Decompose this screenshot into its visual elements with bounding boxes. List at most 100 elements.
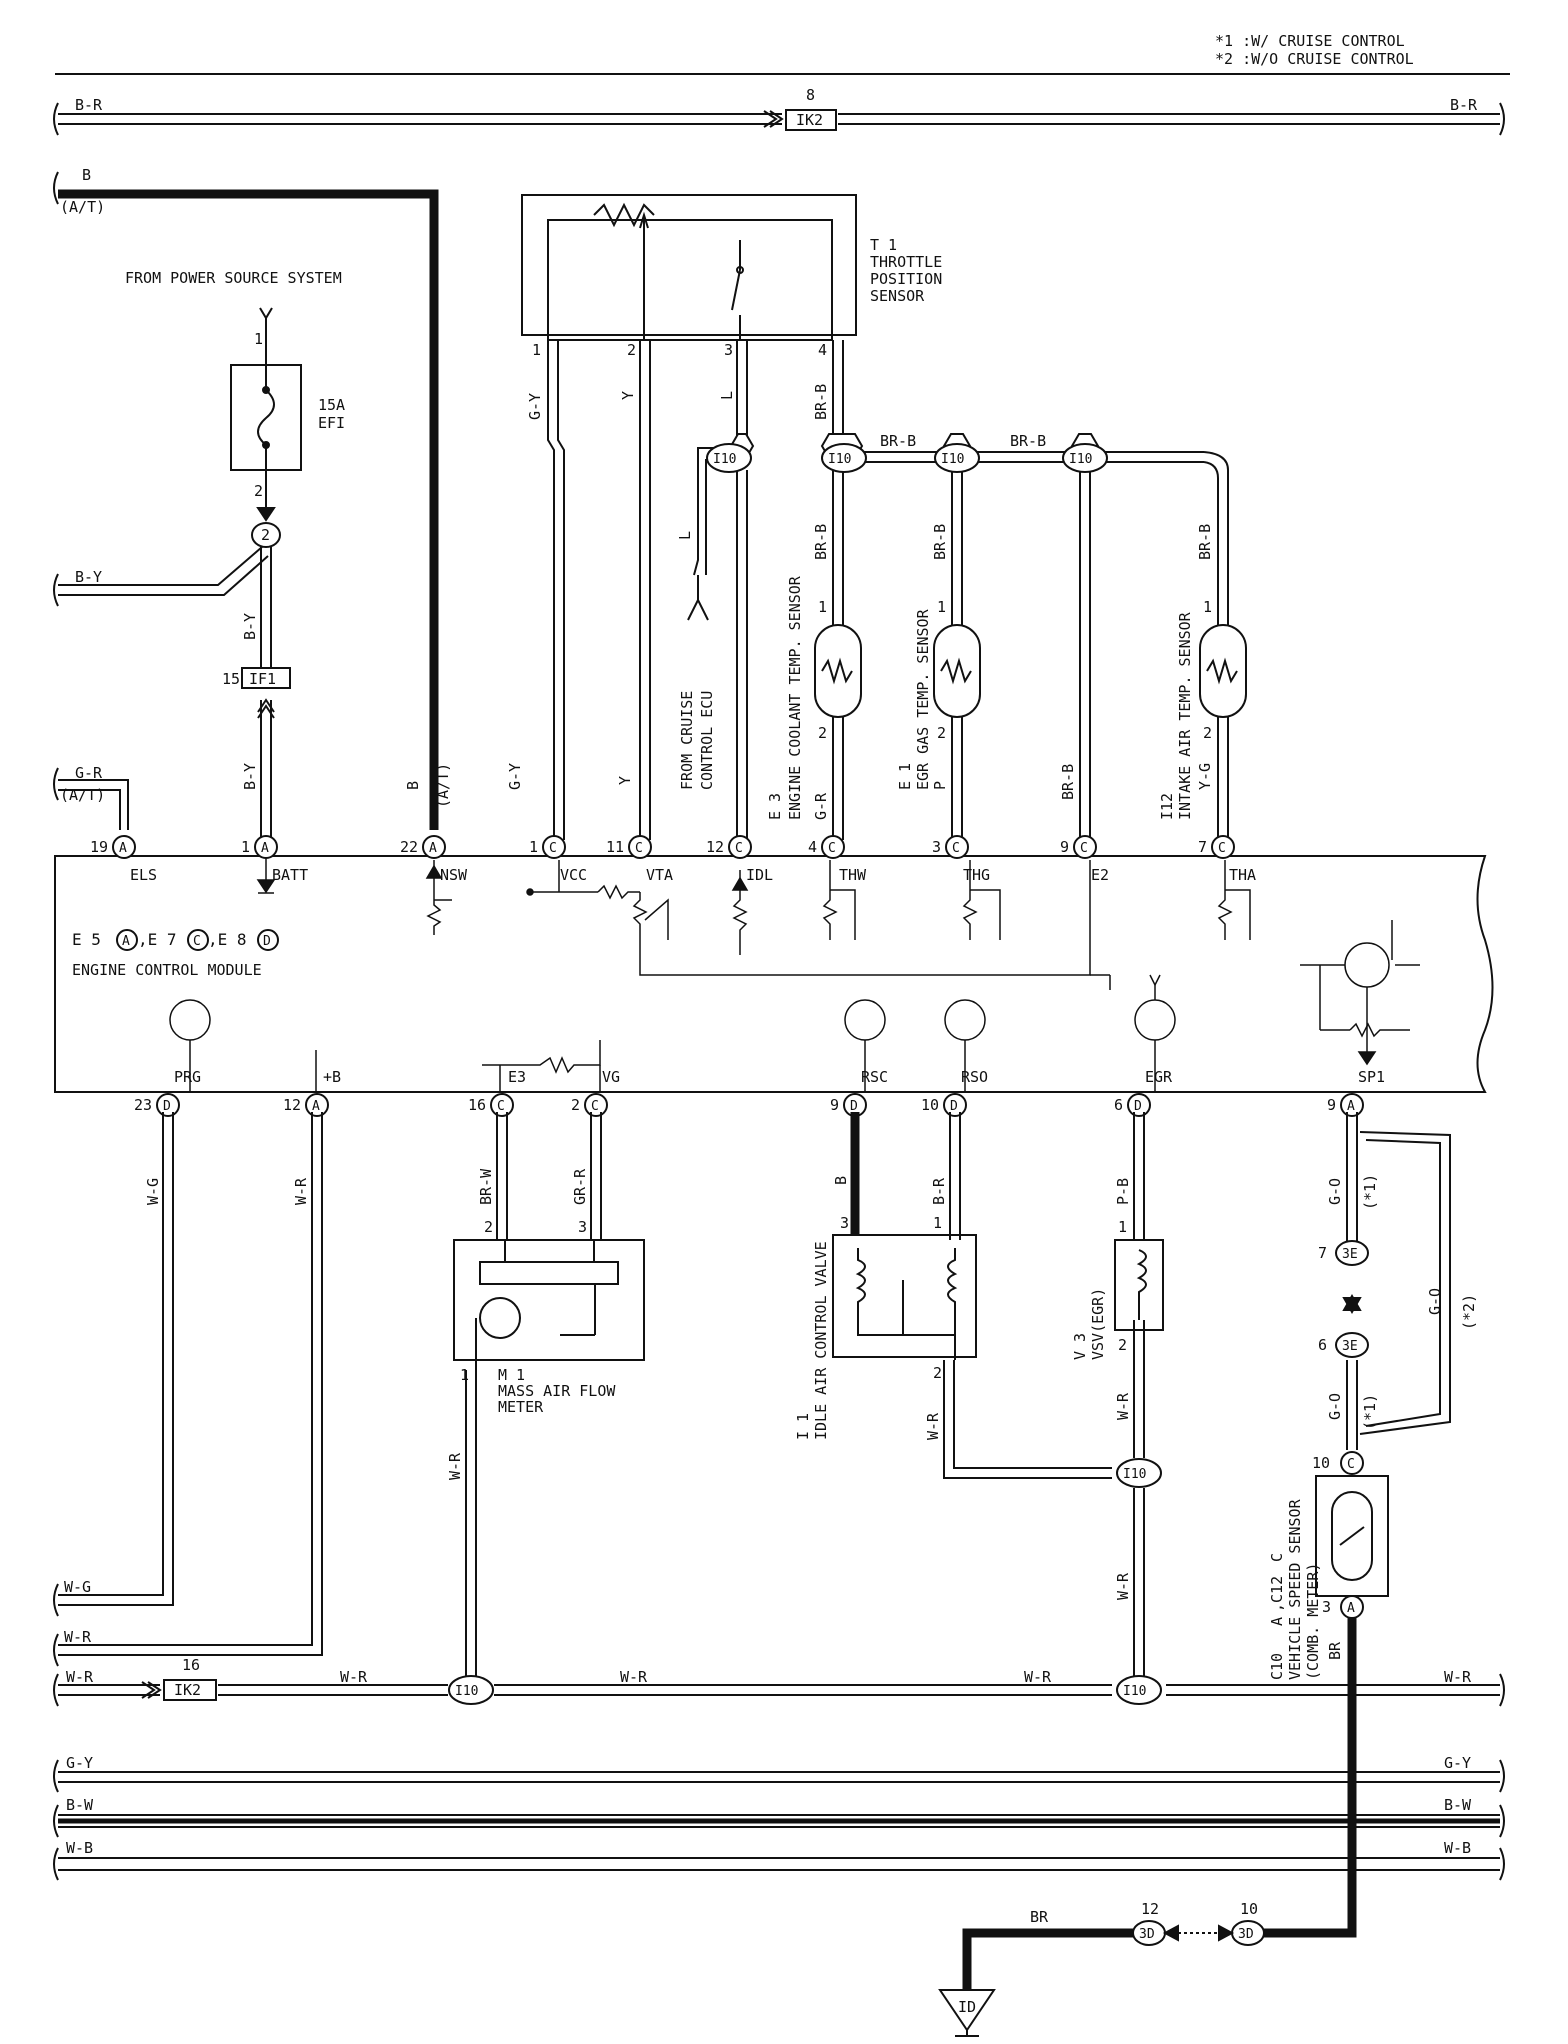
e1-pin2: 2 bbox=[937, 724, 946, 742]
ecm-pin-conn-3: C bbox=[591, 1099, 599, 1114]
vss-ca: A bbox=[1268, 1617, 1286, 1626]
gy-bus-left: G-Y bbox=[66, 1754, 93, 1772]
b-feed-wire bbox=[53, 171, 439, 830]
bus-top-br bbox=[53, 102, 1505, 136]
ecm-pin-label-0: ELS bbox=[130, 866, 157, 884]
i12-wire-top: BR-B bbox=[1196, 524, 1214, 560]
ground-br: BR bbox=[1030, 1908, 1049, 1926]
ecm-pin-2 bbox=[490, 1093, 514, 1117]
b-y-wire-label: B-Y bbox=[241, 613, 259, 640]
ecm-pin-num-7: 9 bbox=[1327, 1096, 1336, 1114]
y-wire-low: Y bbox=[616, 776, 634, 785]
tps-pin4: 4 bbox=[818, 341, 827, 359]
ecm-pin-conn-1: A bbox=[312, 1099, 320, 1114]
fuse-name: EFI bbox=[318, 414, 345, 432]
ground-id: ID bbox=[958, 1998, 976, 2016]
ecm-pin-label-2: E3 bbox=[508, 1068, 526, 1086]
iac-pin1: 1 bbox=[933, 1214, 942, 1232]
wr-bus-left: W-R bbox=[66, 1668, 94, 1686]
wr-bus-right: W-R bbox=[1444, 1668, 1472, 1686]
ecm-pin-conn-0: A bbox=[119, 841, 127, 856]
ecm-pin-4 bbox=[628, 835, 652, 859]
tps-w2: Y bbox=[619, 391, 637, 400]
ecm-pin-0 bbox=[112, 835, 136, 859]
ecm-pin-label-9: THA bbox=[1229, 866, 1256, 884]
vss-code2: ,C12 bbox=[1268, 1576, 1286, 1612]
maf-code: M 1 bbox=[498, 1366, 525, 1384]
vss-name2: (COMB. METER) bbox=[1304, 1563, 1322, 1680]
vss-br-wire bbox=[1262, 1600, 1357, 1938]
wb-bus-left: W-B bbox=[66, 1839, 93, 1857]
i10-intake-label: I10 bbox=[1069, 452, 1092, 467]
ecm-pin-label-6: EGR bbox=[1145, 1068, 1173, 1086]
wr-bus-1: W-R bbox=[340, 1668, 368, 1686]
ecm-pin-num-6: 4 bbox=[808, 838, 817, 856]
i10-coolant bbox=[821, 443, 867, 473]
ecm-pin-num-0: 19 bbox=[90, 838, 108, 856]
e1-code: E 1 bbox=[896, 763, 914, 790]
vsv-code: V 3 bbox=[1071, 1333, 1089, 1360]
ecm-pin-conn-4: D bbox=[850, 1099, 858, 1114]
wr-bus-2: W-R bbox=[620, 1668, 648, 1686]
iac-b-label: B bbox=[832, 1176, 850, 1185]
i12-pin2: 2 bbox=[1203, 724, 1212, 742]
ecm-pin-1 bbox=[305, 1093, 329, 1117]
wr-bus-3: W-R bbox=[1024, 1668, 1052, 1686]
vss-pin-top: 10 bbox=[1312, 1454, 1330, 1472]
ground-symbol bbox=[938, 1924, 1235, 2037]
vss-conn-bot bbox=[1340, 1595, 1364, 1619]
ground-br-wire bbox=[962, 1928, 1135, 1990]
vss-conn-top-letter: C bbox=[1347, 1457, 1355, 1472]
ecm-pin-num-4: 11 bbox=[606, 838, 624, 856]
if1-label: IF1 bbox=[249, 670, 276, 688]
i10-lower-vsv-label: I10 bbox=[1123, 1467, 1146, 1482]
note-no-cruise: *2 :W/O CRUISE CONTROL bbox=[1215, 50, 1414, 68]
g-r-label: G-R bbox=[75, 764, 103, 782]
wb-bus-right: W-B bbox=[1444, 1839, 1471, 1857]
ecm-pin-num-3: 2 bbox=[571, 1096, 580, 1114]
j3e-bot bbox=[1335, 1332, 1369, 1358]
br-vss-label: BR bbox=[1326, 1641, 1344, 1660]
svg-text:C: C bbox=[193, 934, 201, 949]
idle-air-control-valve bbox=[832, 1234, 977, 1360]
go-wire-2-note: (*2) bbox=[1460, 1294, 1478, 1330]
i10-coolant-label: I10 bbox=[828, 452, 851, 467]
j3d-left-label: 3D bbox=[1139, 1927, 1155, 1942]
j3e-top bbox=[1335, 1240, 1369, 1266]
lower-wires bbox=[53, 1112, 1451, 1680]
ecm-top-wires bbox=[547, 340, 1229, 840]
vehicle-speed-sensor bbox=[1315, 1475, 1389, 1597]
svg-text:D: D bbox=[263, 934, 271, 949]
tps-pin3: 3 bbox=[724, 341, 733, 359]
ecm-pin-conn-5: C bbox=[735, 841, 743, 856]
gy-wire-low: G-Y bbox=[506, 763, 524, 790]
cruise-from1: FROM CRUISE bbox=[678, 691, 696, 790]
i10-bus-2-label: I10 bbox=[1123, 1684, 1146, 1699]
ecm-pin-label-1: +B bbox=[323, 1068, 341, 1086]
b-wire-at: (A/T) bbox=[434, 763, 452, 808]
vss-code: C10 bbox=[1268, 1653, 1286, 1680]
brw-wire: BR-W bbox=[477, 1168, 495, 1205]
ecm-pin-num-5: 10 bbox=[921, 1096, 939, 1114]
ecm-body bbox=[54, 855, 1494, 1093]
go-wire-3-note: (*1) bbox=[1361, 1394, 1379, 1430]
fuse-amp: 15A bbox=[318, 396, 345, 414]
ecm-pin-label-8: E2 bbox=[1091, 866, 1109, 884]
e3-wire-top: BR-B bbox=[812, 524, 830, 560]
ecm-pin-num-3: 1 bbox=[529, 838, 538, 856]
tps-w1: G-Y bbox=[526, 393, 544, 420]
wr-left: W-R bbox=[64, 1628, 92, 1646]
tps-code: T 1 bbox=[870, 236, 897, 254]
i10-intake bbox=[1062, 443, 1108, 473]
wg-wire: W-G bbox=[144, 1178, 162, 1205]
svg-text:,E 7: ,E 7 bbox=[138, 930, 177, 949]
vsv-egr bbox=[1114, 1239, 1164, 1331]
ik2-top-pin: 8 bbox=[806, 86, 815, 104]
brb-joint-1: BR-B bbox=[880, 432, 916, 450]
bottom-buses bbox=[53, 1673, 1505, 1881]
b-feed-at: (A/T) bbox=[60, 198, 105, 216]
tps-title2: THROTTLE bbox=[870, 253, 942, 271]
iac-pin3: 3 bbox=[840, 1214, 849, 1232]
wr-vsv: W-R bbox=[1114, 1392, 1132, 1420]
